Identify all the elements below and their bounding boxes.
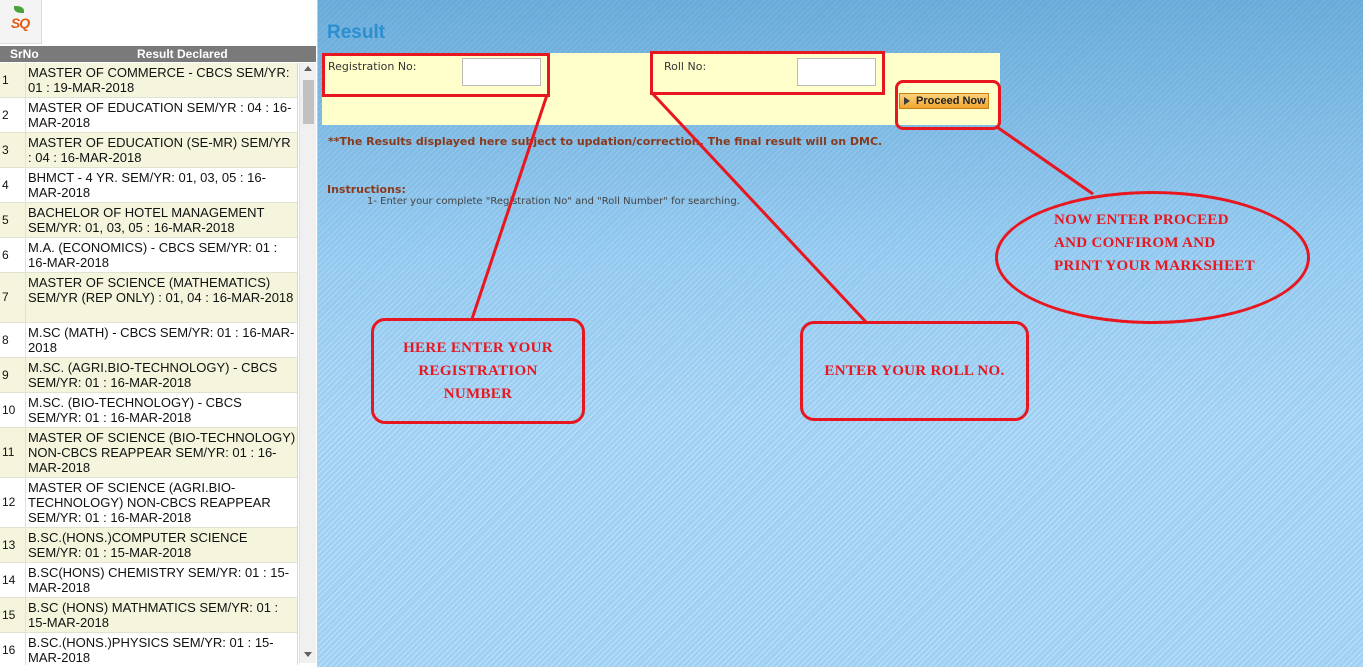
scroll-up-arrow-icon[interactable] — [304, 66, 312, 71]
list-item-sr: 16 — [0, 633, 26, 665]
registration-connector-line — [470, 94, 549, 320]
arrow-right-icon — [904, 97, 910, 105]
registration-label: Registration No: — [328, 60, 417, 73]
list-item-sr: 3 — [0, 133, 26, 167]
list-item-sr: 13 — [0, 528, 26, 562]
roll-input[interactable] — [797, 58, 876, 86]
roll-callout-text: ENTER YOUR ROLL NO. — [824, 362, 1005, 379]
list-item-sr: 1 — [0, 63, 26, 97]
instruction-line: 1- Enter your complete "Registration No"… — [367, 196, 740, 207]
logo-text: SQ — [10, 15, 30, 31]
list-item-link[interactable]: MASTER OF EDUCATION (SE-MR) SEM/YR : 04 … — [28, 135, 291, 165]
proceed-callout-text: NOW ENTER PROCEED AND CONFIROM AND PRINT… — [1054, 212, 1256, 274]
list-item-link[interactable]: B.SC.(HONS.)COMPUTER SCIENCE SEM/YR: 01 … — [28, 530, 248, 560]
scroll-thumb[interactable] — [303, 80, 314, 124]
list-item-link[interactable]: B.SC(HONS) CHEMISTRY SEM/YR: 01 : 15-MAR… — [28, 565, 290, 595]
list-item-link[interactable]: M.A. (ECONOMICS) - CBCS SEM/YR: 01 : 16-… — [28, 240, 278, 270]
list-item-link[interactable]: B.SC (HONS) MATHMATICS SEM/YR: 01 : 15-M… — [28, 600, 279, 630]
list-item-link[interactable]: MASTER OF SCIENCE (MATHEMATICS) SEM/YR (… — [28, 275, 294, 305]
results-note: **The Results displayed here subject to … — [328, 135, 883, 148]
list-item-sr: 12 — [0, 478, 26, 527]
list-item-link[interactable]: M.SC. (AGRI.BIO-TECHNOLOGY) - CBCS SEM/Y… — [28, 360, 278, 390]
list-item-sr: 9 — [0, 358, 26, 392]
proceed-highlight-box — [895, 80, 1001, 130]
list-item-sr: 11 — [0, 428, 26, 477]
proceed-now-button[interactable]: Proceed Now — [899, 93, 989, 109]
list-item-sr: 15 — [0, 598, 26, 632]
list-item-link[interactable]: B.SC.(HONS.)PHYSICS SEM/YR: 01 : 15-MAR-… — [28, 635, 274, 665]
page-title: Result — [327, 22, 386, 43]
list-item-sr: 6 — [0, 238, 26, 272]
list-scrollbar[interactable] — [299, 63, 316, 663]
roll-label: Roll No: — [664, 60, 707, 73]
registration-callout-text: HERE ENTER YOUR REGISTRATION NUMBER — [403, 339, 553, 402]
list-item-sr: 8 — [0, 323, 26, 357]
list-item-link[interactable]: M.SC (MATH) - CBCS SEM/YR: 01 : 16-MAR-2… — [28, 325, 295, 355]
list-item-link[interactable]: MASTER OF COMMERCE - CBCS SEM/YR: 01 : 1… — [28, 65, 290, 95]
proceed-callout-ellipse — [995, 191, 1310, 324]
site-logo[interactable]: SQ — [0, 0, 42, 44]
list-item-link[interactable]: BHMCT - 4 YR. SEM/YR: 01, 03, 05 : 16-MA… — [28, 170, 266, 200]
list-header: SrNo Result Declared — [0, 46, 316, 62]
list-item-link[interactable]: M.SC. (BIO-TECHNOLOGY) - CBCS SEM/YR: 01… — [28, 395, 242, 425]
list-item-link[interactable]: MASTER OF EDUCATION SEM/YR : 04 : 16-MAR… — [28, 100, 292, 130]
instructions-title: Instructions: — [327, 183, 406, 196]
list-item-sr: 7 — [0, 273, 26, 322]
registration-input[interactable] — [462, 58, 541, 86]
proceed-connector-line — [996, 125, 1094, 196]
list-item-link[interactable]: MASTER OF SCIENCE (BIO-TECHNOLOGY) NON-C… — [28, 430, 296, 475]
roll-callout: ENTER YOUR ROLL NO. — [800, 321, 1029, 421]
proceed-now-label: Proceed Now — [916, 95, 986, 107]
registration-callout: HERE ENTER YOUR REGISTRATION NUMBER — [371, 318, 585, 424]
registration-highlight-box — [322, 53, 550, 97]
leaf-icon — [14, 6, 24, 13]
list-item-sr: 4 — [0, 168, 26, 202]
scroll-down-arrow-icon[interactable] — [304, 652, 312, 657]
roll-highlight-box — [650, 51, 885, 95]
list-item-link[interactable]: MASTER OF SCIENCE (AGRI.BIO-TECHNOLOGY) … — [28, 480, 271, 525]
list-item-link[interactable]: BACHELOR OF HOTEL MANAGEMENT SEM/YR: 01,… — [28, 205, 265, 235]
list-item-sr: 14 — [0, 563, 26, 597]
list-item-sr: 10 — [0, 393, 26, 427]
roll-connector-line — [650, 91, 868, 324]
list-item-sr: 2 — [0, 98, 26, 132]
result-declared-header: Result Declared — [137, 47, 228, 61]
srno-header: SrNo — [10, 47, 39, 61]
list-item-sr: 5 — [0, 203, 26, 237]
